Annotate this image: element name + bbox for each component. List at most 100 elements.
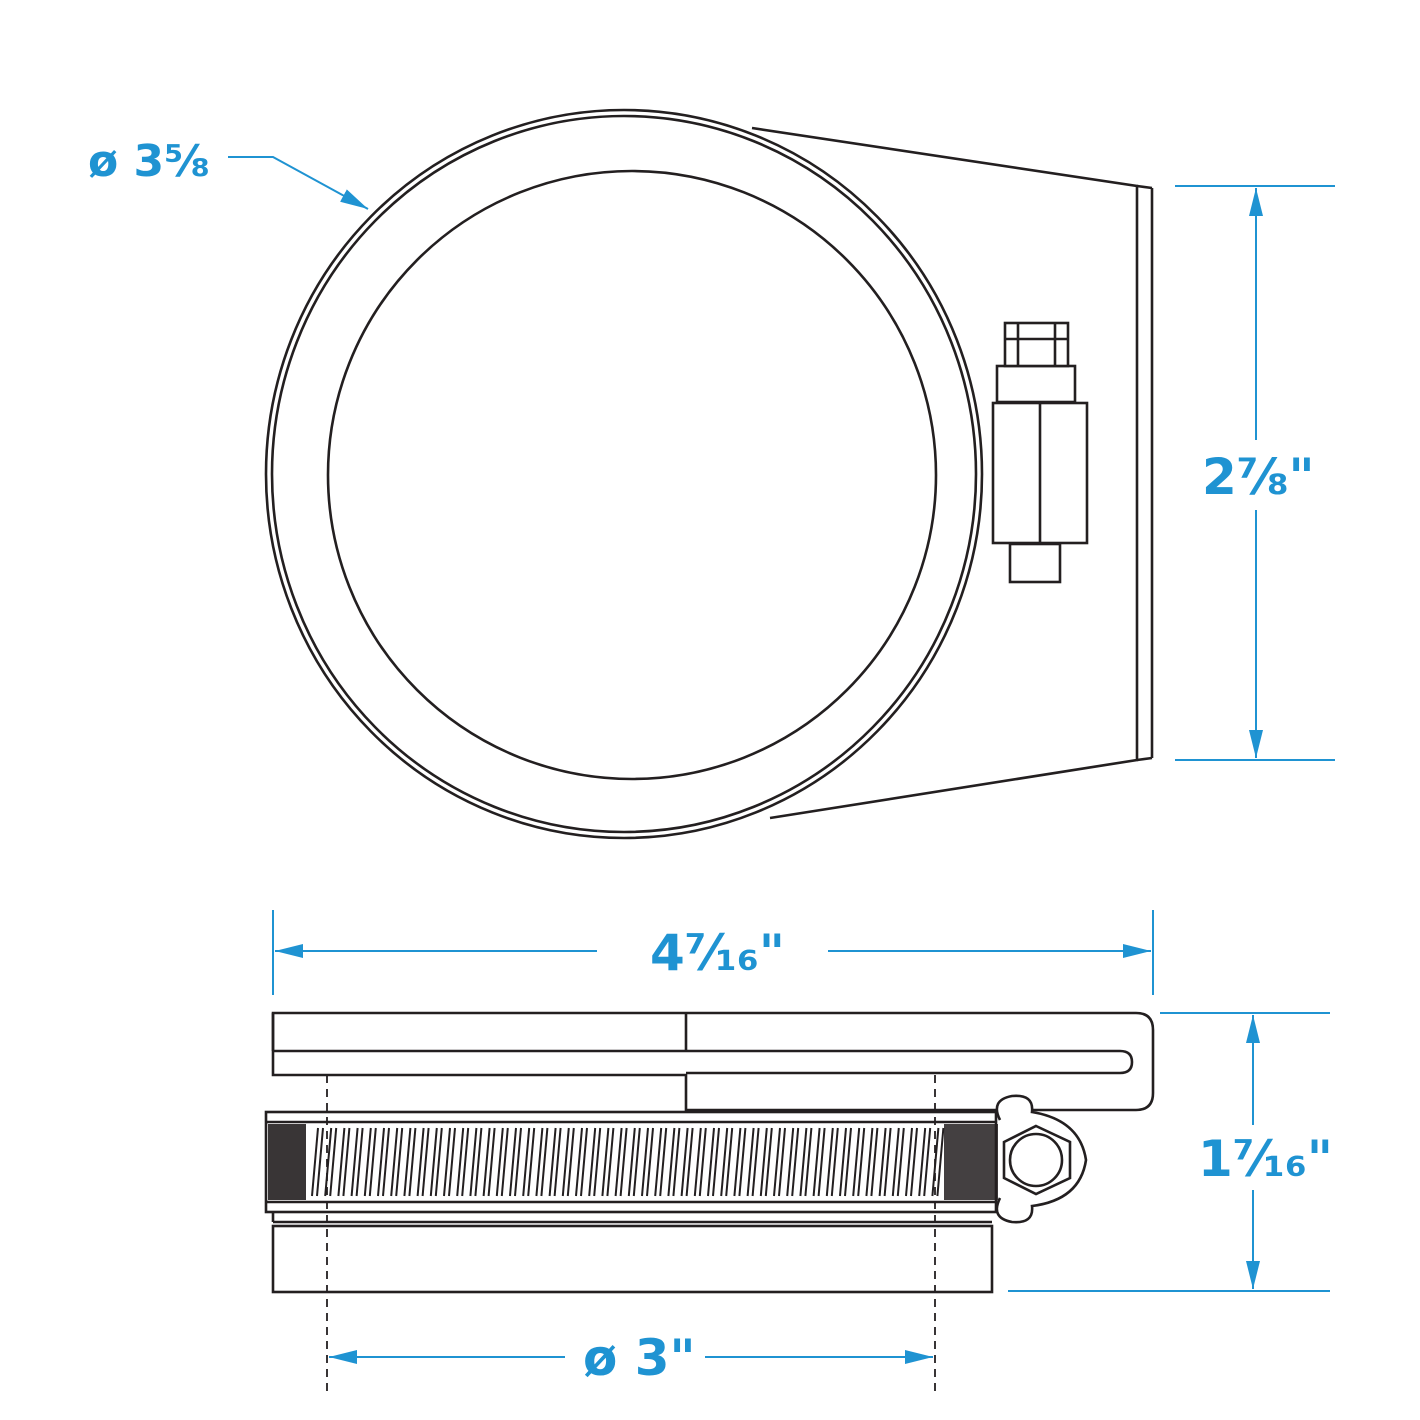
serration-slot — [355, 1127, 364, 1197]
serration-slot — [865, 1127, 874, 1197]
serration-slot — [812, 1127, 821, 1197]
serration-slot — [408, 1127, 417, 1197]
bore-label: ø 3" — [583, 1329, 696, 1387]
serration-slot — [804, 1127, 813, 1197]
serration-slot — [522, 1127, 531, 1197]
serration-slot — [825, 1127, 834, 1197]
bracket-rim-bottom — [1136, 756, 1153, 762]
side-height-label: 1⁷⁄₁₆" — [1198, 1130, 1333, 1188]
serration-slot — [593, 1127, 602, 1197]
serration-slot — [680, 1127, 689, 1197]
serration-slot — [659, 1127, 668, 1197]
serration-slot — [799, 1127, 808, 1197]
serration-slot — [443, 1127, 451, 1197]
serration-slot — [738, 1127, 747, 1197]
serration-slot — [720, 1127, 729, 1197]
band-serrations — [311, 1127, 945, 1197]
top-view — [264, 108, 1154, 840]
serration-slot — [324, 1127, 333, 1197]
serration-slot — [395, 1127, 404, 1197]
serration-slot — [390, 1127, 399, 1197]
top-height-dimension — [1175, 185, 1335, 761]
serration-slot — [614, 1127, 623, 1197]
serration-slot — [429, 1127, 438, 1197]
serration-slot — [791, 1127, 800, 1197]
serration-slot — [382, 1127, 390, 1197]
outer-ring — [264, 108, 984, 840]
serration-slot — [786, 1127, 795, 1197]
serration-slot — [540, 1127, 549, 1197]
serration-slot — [469, 1127, 478, 1197]
serration-slot — [580, 1127, 588, 1197]
serration-slot — [514, 1127, 522, 1197]
tension-screw — [991, 321, 1089, 584]
serration-slot — [509, 1127, 517, 1197]
side-height-dimension — [1008, 1012, 1330, 1292]
serration-slot — [918, 1127, 927, 1197]
serration-slot — [667, 1127, 676, 1197]
serration-slot — [588, 1127, 597, 1197]
serration-slot — [461, 1127, 470, 1197]
serration-slot — [712, 1127, 720, 1197]
serration-slot — [910, 1127, 918, 1197]
serration-slot — [566, 1127, 575, 1197]
serration-slot — [764, 1127, 773, 1197]
width-dimension — [272, 910, 1154, 995]
serration-slot — [448, 1127, 456, 1197]
serration-slot — [693, 1127, 702, 1197]
serration-slot — [527, 1127, 536, 1197]
serration-slot — [746, 1127, 755, 1197]
serration-slot — [817, 1127, 826, 1197]
serration-slot — [641, 1127, 649, 1197]
width-label: 4⁷⁄₁₆" — [650, 924, 785, 982]
serration-slot — [698, 1127, 707, 1197]
side-view — [264, 1011, 1155, 1395]
serration-slot — [500, 1127, 509, 1197]
serration-slot — [632, 1127, 641, 1197]
serration-slot — [377, 1127, 385, 1197]
serration-slot — [561, 1127, 570, 1197]
serration-slot — [456, 1127, 465, 1197]
serration-slot — [883, 1127, 892, 1197]
serration-slot — [931, 1127, 940, 1197]
serration-slot — [495, 1127, 504, 1197]
band-end-hatch — [268, 1124, 306, 1200]
serration-slot — [434, 1127, 443, 1197]
serration-slot — [316, 1127, 324, 1197]
bracket-rim-top — [1136, 184, 1153, 190]
screw-hex-head — [1002, 1124, 1072, 1196]
outer-diameter-label: ø 3⅝ — [88, 136, 210, 187]
serration-slot — [778, 1127, 786, 1197]
serration-slot — [619, 1127, 628, 1197]
serration-slot — [363, 1127, 372, 1197]
serration-slot — [733, 1127, 742, 1197]
serration-slot — [905, 1127, 913, 1197]
bracket-strip — [271, 1011, 1155, 1112]
serration-slot — [421, 1127, 430, 1197]
serration-slot — [852, 1127, 861, 1197]
screw-head-circle — [1008, 1132, 1064, 1188]
serration-slot — [337, 1127, 346, 1197]
serration-slot — [329, 1127, 338, 1197]
serration-slot — [474, 1127, 483, 1197]
serration-slot — [707, 1127, 715, 1197]
serration-slot — [606, 1127, 615, 1197]
serration-slot — [403, 1127, 412, 1197]
bracket-body — [751, 126, 1139, 820]
serration-slot — [923, 1127, 932, 1197]
serration-slot — [839, 1127, 847, 1197]
serration-slot — [857, 1127, 866, 1197]
serration-slot — [654, 1127, 663, 1197]
serration-slot — [891, 1127, 900, 1197]
serration-slot — [685, 1127, 694, 1197]
serration-slot — [368, 1127, 377, 1197]
serration-slot — [672, 1127, 681, 1197]
serration-slot — [751, 1127, 760, 1197]
serration-slot — [548, 1127, 557, 1197]
serration-slot — [878, 1127, 887, 1197]
serration-slot — [535, 1127, 544, 1197]
band-end-hatch-right — [944, 1124, 998, 1200]
inner-bore — [326, 169, 938, 781]
serration-slot — [553, 1127, 562, 1197]
